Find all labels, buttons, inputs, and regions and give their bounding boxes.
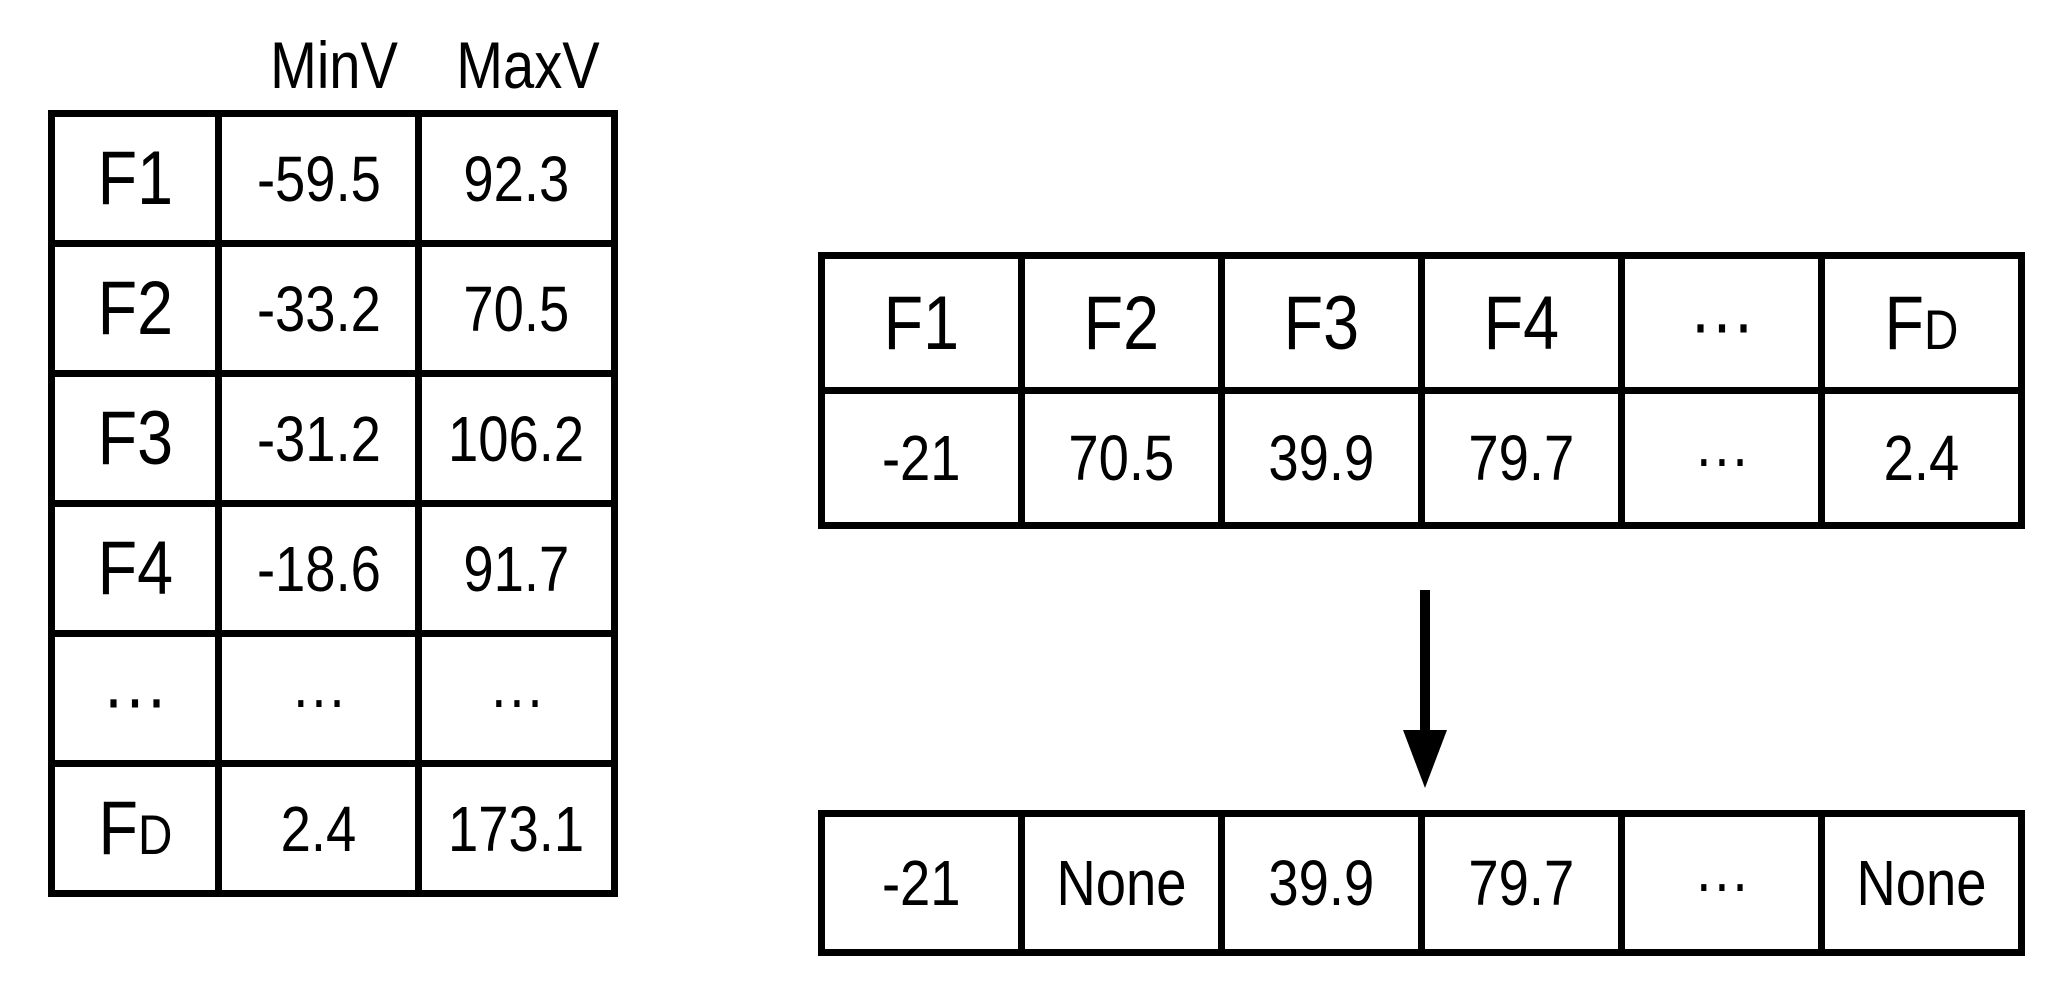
max-value-cell: 173.1	[415, 760, 618, 897]
sample-value-row: -21 70.5 39.9 79.7 ··· 2.4	[818, 387, 2025, 529]
result-value-cell: 79.7	[1418, 810, 1625, 956]
result-value-cell: -21	[818, 810, 1025, 956]
min-value-cell: 2.4	[215, 760, 422, 897]
max-value-cell: 91.7	[415, 500, 618, 637]
sample-table: F1 F2 F3 F4 ··· FD -21 70.5 39.9 79.7 ··…	[818, 252, 2025, 529]
max-value-cell: 70.5	[415, 240, 618, 377]
table-row: ··· ··· ···	[48, 630, 618, 767]
min-value-cell: -33.2	[215, 240, 422, 377]
min-value-cell: -31.2	[215, 370, 422, 507]
result-table: -21 None 39.9 79.7 ··· None	[818, 810, 2025, 956]
result-value-cell: 39.9	[1218, 810, 1425, 956]
sample-value-cell: -21	[818, 387, 1025, 529]
min-value-cell: ···	[215, 630, 422, 767]
min-value-cell: -59.5	[215, 110, 422, 247]
feature-header-cell: F1	[818, 252, 1025, 394]
result-value-cell: None	[1818, 810, 2025, 956]
feature-name-cell: ···	[48, 630, 222, 767]
max-value-cell: 92.3	[415, 110, 618, 247]
result-value-row: -21 None 39.9 79.7 ··· None	[818, 810, 2025, 956]
feature-header-cell: F4	[1418, 252, 1625, 394]
sample-value-cell: 39.9	[1218, 387, 1425, 529]
min-value-cell: -18.6	[215, 500, 422, 637]
range-table-header: MinV MaxV	[240, 22, 628, 108]
table-row: F1 -59.5 92.3	[48, 110, 618, 247]
feature-name-cell: F2	[48, 240, 222, 377]
table-row: F3 -31.2 106.2	[48, 370, 618, 507]
feature-name-cell: FD	[48, 760, 222, 897]
table-row: F2 -33.2 70.5	[48, 240, 618, 377]
feature-header-cell: ···	[1618, 252, 1825, 394]
table-row: F4 -18.6 91.7	[48, 500, 618, 637]
sample-value-cell: 2.4	[1818, 387, 2025, 529]
result-value-cell: None	[1018, 810, 1225, 956]
down-arrow-icon	[1403, 590, 1447, 788]
sample-value-cell: ···	[1618, 387, 1825, 529]
sample-value-cell: 79.7	[1418, 387, 1625, 529]
maxv-header: MaxV	[456, 28, 600, 102]
result-value-cell: ···	[1618, 810, 1825, 956]
feature-name-cell: F1	[48, 110, 222, 247]
minv-header: MinV	[270, 28, 398, 102]
feature-header-cell: F2	[1018, 252, 1225, 394]
feature-name-cell: F3	[48, 370, 222, 507]
table-row: FD 2.4 173.1	[48, 760, 618, 897]
sample-value-cell: 70.5	[1018, 387, 1225, 529]
feature-name-cell: F4	[48, 500, 222, 637]
feature-header-cell: FD	[1818, 252, 2025, 394]
feature-header-cell: F3	[1218, 252, 1425, 394]
feature-range-table: F1 -59.5 92.3 F2 -33.2 70.5 F3 -31.2 106…	[48, 110, 618, 897]
max-value-cell: 106.2	[415, 370, 618, 507]
max-value-cell: ···	[415, 630, 618, 767]
feature-header-row: F1 F2 F3 F4 ··· FD	[818, 252, 2025, 394]
